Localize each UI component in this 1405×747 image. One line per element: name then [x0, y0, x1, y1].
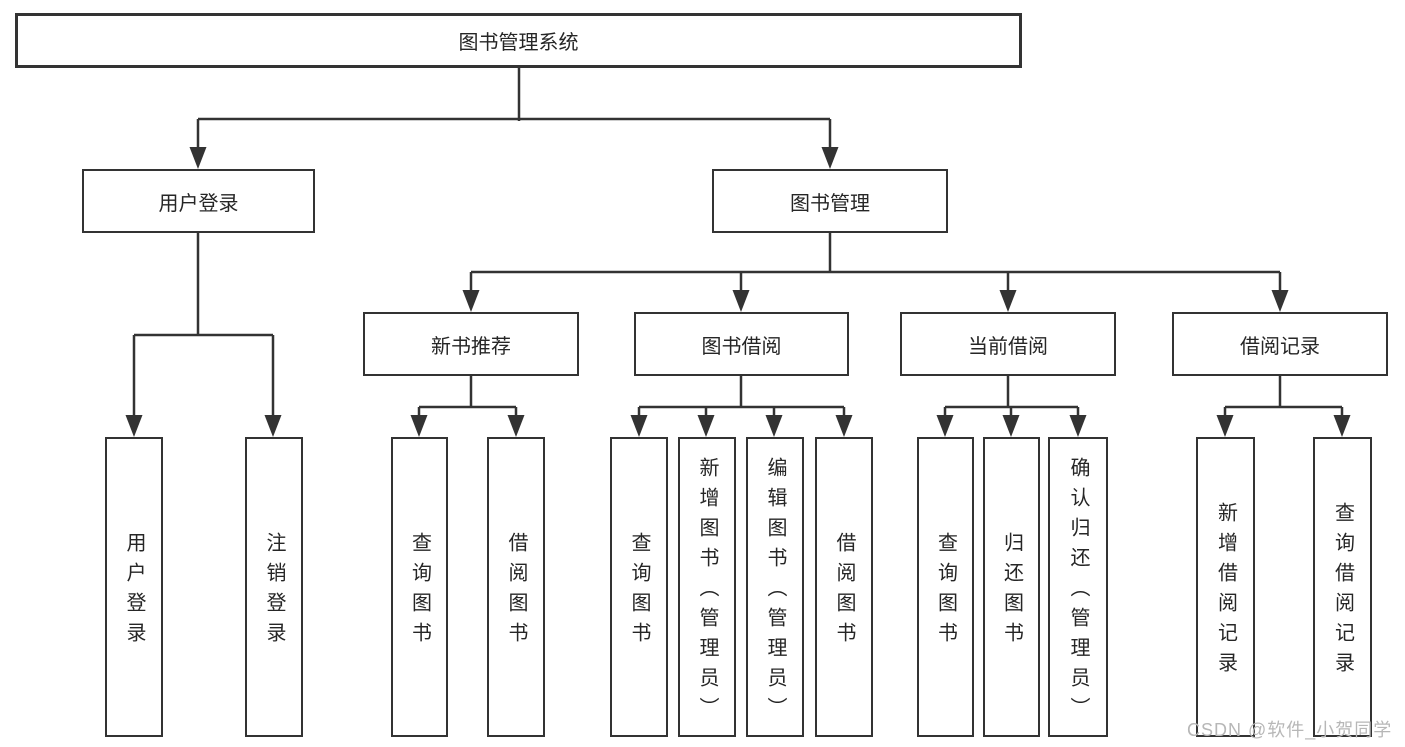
leaf-borrow-books: 借阅图书: [815, 437, 873, 737]
node-label: 图书管理: [790, 192, 870, 215]
node-borrowing-records: 借阅记录: [1172, 312, 1388, 376]
leaf-user-login: 用户登录: [105, 437, 163, 737]
leaf-query-books: 查询图书: [610, 437, 668, 737]
connector-new-book: [417, 375, 518, 420]
node-new-book-recommendation: 新书推荐: [363, 312, 579, 376]
arrowhead: [999, 290, 1017, 312]
connector-book-mgmt: [469, 233, 1282, 295]
leaf-query-books: 查询图书: [391, 437, 448, 737]
arrowhead: [462, 290, 480, 312]
arrowhead: [1069, 415, 1087, 437]
node-label: 查询借阅记录: [1331, 502, 1354, 682]
node-book-management: 图书管理: [712, 169, 948, 233]
node-label: 查询图书: [408, 532, 431, 652]
arrowhead: [765, 415, 783, 437]
node-label: 查询图书: [934, 532, 957, 652]
node-user-login: 用户登录: [82, 169, 315, 233]
connector-user-login: [132, 233, 275, 420]
arrowhead: [697, 415, 715, 437]
arrowhead: [936, 415, 954, 437]
arrowhead: [1271, 290, 1289, 312]
node-label: 当前借阅: [968, 335, 1048, 358]
node-label: 新增借阅记录: [1214, 502, 1237, 682]
leaf-add-borrow-record: 新增借阅记录: [1196, 437, 1255, 737]
arrowhead: [507, 415, 525, 437]
csdn-watermark: CSDN @软件_小贺同学: [1187, 720, 1393, 740]
leaf-add-book-admin: 新增图书（管理员）: [678, 437, 736, 737]
leaf-query-borrow-record: 查询借阅记录: [1313, 437, 1372, 737]
node-label: 查询图书: [628, 532, 650, 652]
leaf-query-books: 查询图书: [917, 437, 974, 737]
connector-current-borrow: [943, 375, 1080, 420]
arrowhead: [410, 415, 428, 437]
leaf-return-books: 归还图书: [983, 437, 1040, 737]
node-label: 编辑图书（管理员）: [764, 457, 786, 727]
node-book-borrowing: 图书借阅: [634, 312, 849, 376]
node-label: 借阅图书: [505, 532, 527, 652]
leaf-borrow-books: 借阅图书: [487, 437, 545, 737]
node-label: 新书推荐: [431, 335, 511, 358]
arrowhead: [821, 147, 839, 169]
arrowhead: [1333, 415, 1351, 437]
leaf-confirm-return-admin: 确认归还（管理员）: [1048, 437, 1108, 737]
connector-borrow-records: [1223, 375, 1344, 420]
arrowhead: [1216, 415, 1234, 437]
arrowhead: [189, 147, 207, 169]
node-label: 归还图书: [1000, 532, 1023, 652]
arrowhead: [835, 415, 853, 437]
arrowhead: [732, 290, 750, 312]
arrowhead: [264, 415, 282, 437]
arrowhead: [630, 415, 648, 437]
leaf-edit-book-admin: 编辑图书（管理员）: [746, 437, 804, 737]
node-label: 新增图书（管理员）: [696, 457, 718, 727]
node-label: 用户登录: [123, 532, 145, 652]
connector-root: [196, 68, 832, 152]
connector-book-borrow: [637, 375, 846, 420]
node-library-system: 图书管理系统: [15, 13, 1022, 68]
node-label: 确认归还（管理员）: [1067, 457, 1089, 727]
arrowheads: [125, 147, 1351, 437]
leaf-logout: 注销登录: [245, 437, 303, 737]
arrowhead: [125, 415, 143, 437]
node-label: 借阅图书: [833, 532, 855, 652]
node-current-borrowing: 当前借阅: [900, 312, 1116, 376]
node-label: 注销登录: [263, 532, 285, 652]
arrowhead: [1002, 415, 1020, 437]
node-label: 图书借阅: [701, 335, 782, 358]
node-label: 借阅记录: [1240, 335, 1320, 358]
node-label: 图书管理系统: [458, 32, 579, 54]
node-label: 用户登录: [158, 192, 239, 215]
